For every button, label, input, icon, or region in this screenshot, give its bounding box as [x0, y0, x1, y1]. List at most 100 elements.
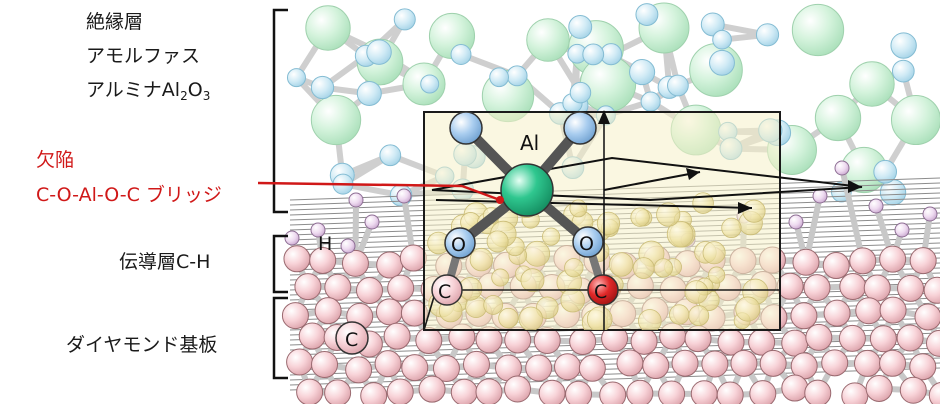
diamond-c-atom	[374, 350, 402, 378]
box-atom	[542, 227, 561, 246]
substrate-bracket	[272, 296, 288, 380]
alumina-o-atom	[709, 49, 735, 76]
h-atom	[868, 198, 884, 214]
diamond-c-atom	[804, 379, 832, 404]
box-atom	[560, 287, 585, 313]
diamond-c-atom	[296, 378, 324, 404]
diamond-c-atom	[853, 349, 881, 377]
diamond-c-atom	[324, 379, 352, 404]
diamond-c-atom	[569, 328, 597, 356]
diamond-c-atom	[383, 322, 411, 350]
alumina-o-atom	[629, 59, 656, 86]
diamond-c-atom	[386, 378, 414, 404]
box-atom	[684, 280, 709, 304]
conduction-bracket	[272, 234, 288, 294]
layer-brackets	[272, 8, 288, 380]
diamond-c-atom	[324, 273, 352, 301]
diamond-c-atom	[776, 272, 804, 300]
defect-label-line2: C-O-Al-O-C ブリッジ	[36, 184, 222, 206]
alumina-o-atom	[582, 43, 605, 66]
conduction-layer-label: 伝導層C-H	[119, 251, 211, 273]
diamond-c-atom	[341, 249, 369, 277]
h-atom	[812, 188, 828, 204]
diamond-c-atom	[690, 380, 718, 404]
alumina-o-atom	[667, 74, 689, 97]
diamond-c-atom	[749, 380, 777, 404]
box-atom	[586, 306, 613, 330]
diamond-c-atom	[928, 382, 940, 404]
diamond-c-atom	[626, 379, 654, 404]
h-atom	[340, 238, 356, 254]
diamond-c-atom	[294, 273, 322, 301]
diamond-c-atom	[345, 356, 373, 384]
box-atom	[632, 257, 655, 279]
alumina-o-atom	[640, 91, 661, 112]
diamond-c-atom	[923, 276, 940, 304]
alumina-o-atom	[366, 39, 392, 65]
box-atom	[524, 240, 551, 267]
substrate-label: ダイヤモンド基板	[66, 334, 218, 356]
alumina-o-atom	[356, 80, 382, 107]
diamond-c-atom	[642, 352, 670, 380]
alumina-o-atom	[489, 67, 509, 88]
bridge-atoms	[431, 111, 619, 306]
diamond-c-atom	[658, 380, 686, 404]
diamond-c-atom	[418, 375, 446, 403]
box-atom	[498, 307, 519, 329]
alumina-al-atom	[814, 94, 862, 142]
alumina-al-atom	[526, 18, 570, 62]
alumina-o-atom	[450, 44, 472, 65]
o-right-label: O	[579, 233, 594, 255]
diamond-c-atom	[839, 273, 867, 301]
diamond-c-atom	[599, 381, 627, 404]
c-right-label: C	[594, 281, 607, 303]
alumina-o-atom	[712, 29, 732, 50]
box-atom	[520, 268, 545, 293]
diamond-c-atom	[314, 297, 342, 325]
diamond-c-atom	[841, 382, 869, 404]
box-atom	[608, 252, 634, 277]
h-atom	[834, 160, 850, 176]
diamond-c-atom	[759, 349, 787, 377]
labeled-c-atom	[335, 321, 369, 355]
box-atom	[630, 207, 650, 227]
alumina-al-atom	[310, 94, 362, 146]
diamond-c-atom	[578, 354, 606, 382]
diamond-c-atom	[450, 378, 478, 404]
insulator-bracket	[272, 8, 288, 214]
alumina-al-atom	[890, 94, 940, 146]
alumina-o-atom	[568, 14, 593, 39]
alumina-sub-3: 3	[202, 89, 211, 103]
diamond-c-atom	[286, 348, 314, 376]
diamond-c-atom	[823, 299, 851, 327]
insulator-label-line3: アルミナAl2O3	[86, 79, 211, 103]
alumina-o-atom	[393, 8, 416, 31]
diamond-c-atom	[283, 245, 311, 273]
diamond-c-atom	[879, 245, 907, 273]
diamond-c-atom	[565, 380, 593, 404]
h-atom	[364, 214, 380, 230]
box-inner-atoms	[427, 192, 769, 330]
h-atom	[922, 206, 938, 222]
diamond-c-atom	[432, 355, 460, 383]
diamond-c-atom	[375, 298, 403, 326]
diamond-c-atom	[701, 350, 729, 378]
alumina-al-atom	[849, 61, 895, 107]
diamond-c-atom	[298, 322, 326, 350]
c-atom-right	[587, 274, 619, 306]
diamond-c-atom	[533, 327, 561, 355]
diamond-c-atom	[909, 247, 937, 275]
h-atom	[396, 188, 412, 204]
arrow-heads	[598, 110, 862, 214]
diamond-c-atom	[401, 354, 429, 382]
alumina-o-atom	[379, 144, 402, 167]
diamond-c-atom	[360, 382, 388, 404]
alumina-o: O	[187, 79, 203, 101]
alumina-o-atom	[310, 75, 335, 100]
alumina-o-atom	[286, 68, 306, 88]
alumina-o-atom	[891, 59, 915, 83]
atom-labels: Al O O C C C H	[318, 131, 607, 351]
diamond-c-atom	[879, 296, 907, 324]
h-atom	[788, 214, 804, 230]
box-atom	[742, 199, 766, 223]
